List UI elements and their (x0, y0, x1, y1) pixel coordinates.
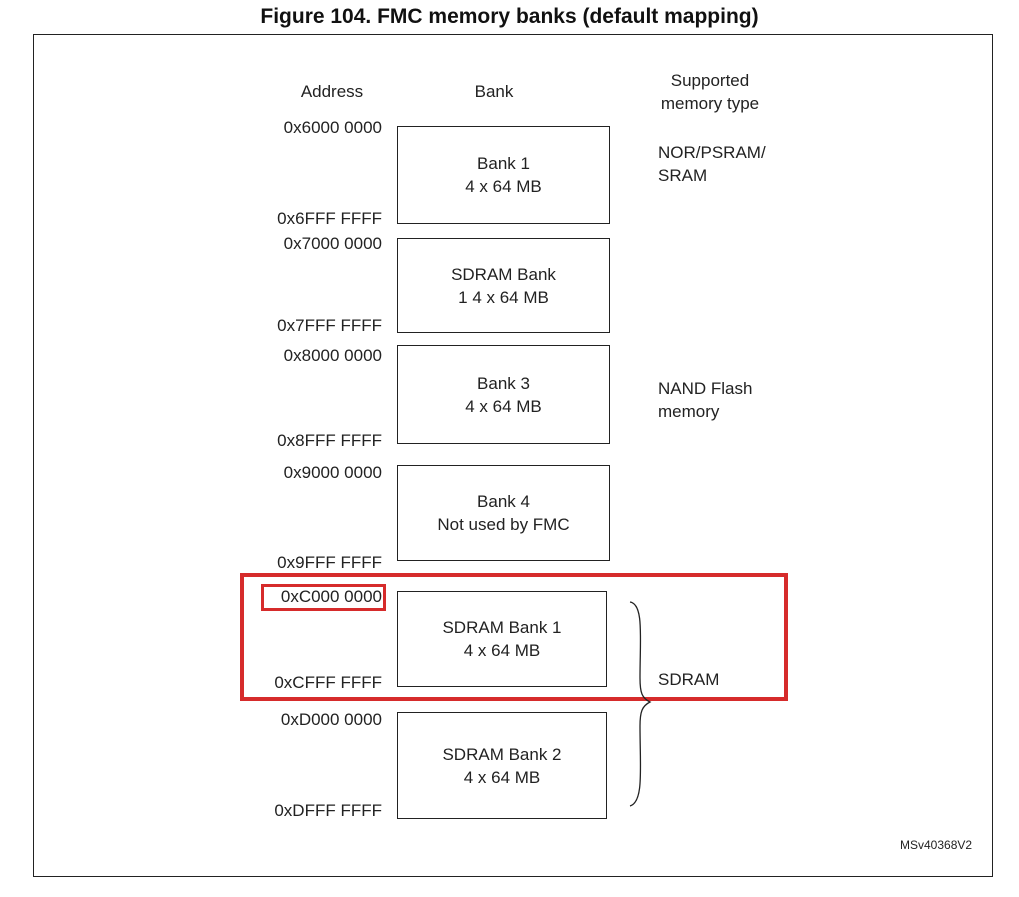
sdram-brace (629, 601, 652, 807)
address-end-sdram-bank2: 0xDFFF FFFF (274, 801, 382, 820)
bank-box-sdram1-size: 4 x 64 MB (463, 641, 541, 660)
address-start-bank4: 0x9000 0000 (283, 463, 382, 482)
bank-box-sdram1: SDRAM Bank 1 4 x 64 MB (397, 591, 607, 687)
address-end-bank2: 0x7FFF FFFF (277, 316, 382, 335)
memtype-nand-line2: memory (658, 402, 720, 421)
figure-title: Figure 104. FMC memory banks (default ma… (260, 5, 759, 28)
bank-box-2-size: 1 4 x 64 MB (458, 287, 549, 307)
memtype-nor: NOR/PSRAM/ SRAM (658, 141, 766, 187)
bank-box-3-name: Bank 3 (477, 373, 530, 393)
address-end-bank1: 0x6FFF FFFF (277, 209, 382, 228)
bank-box-1-name: Bank 1 (477, 154, 530, 173)
address-start-bank1: 0x6000 0000 (283, 118, 382, 137)
figure-frame (33, 34, 993, 877)
header-bank: Bank (474, 82, 514, 101)
bank-box-4-usage: Not used by FMC (437, 515, 570, 534)
header-memory-type-line2: memory type (660, 94, 760, 113)
highlight-address-c000 (261, 584, 386, 611)
address-start-bank3: 0x8000 0000 (283, 346, 382, 365)
bank-box-1: Bank 1 4 x 64 MB (397, 126, 610, 224)
bank-box-sdram1-name: SDRAM Bank 1 (442, 618, 562, 637)
header-memory-type: Supported memory type (640, 69, 780, 115)
memtype-nand-line1: NAND Flash (658, 379, 753, 398)
bank-box-1-size: 4 x 64 MB (465, 177, 542, 196)
document-id: MSv40368V2 (900, 838, 973, 852)
address-end-sdram-bank1: 0xCFFF FFFF (274, 673, 382, 692)
highlight-sdram-bank1 (240, 573, 788, 701)
bank-box-4-name: Bank 4 (477, 492, 530, 511)
bank-box-2-name: SDRAM Bank (451, 264, 556, 284)
header-address: Address (300, 82, 364, 101)
memtype-nor-line1: NOR/PSRAM/ (658, 143, 766, 162)
memtype-sdram: SDRAM (658, 670, 720, 689)
bank-box-sdram2-size: 4 x 64 MB (463, 767, 541, 787)
address-start-sdram-bank2: 0xD000 0000 (280, 710, 382, 729)
bank-box-3: Bank 3 4 x 64 MB (397, 345, 610, 444)
bank-box-2: SDRAM Bank 1 4 x 64 MB (397, 238, 610, 333)
bank-box-3-size: 4 x 64 MB (465, 396, 542, 416)
bank-box-4: Bank 4 Not used by FMC (397, 465, 610, 561)
header-memory-type-line1: Supported (670, 71, 750, 90)
address-start-sdram-bank1: 0xC000 0000 (280, 587, 382, 606)
memtype-nand: NAND Flash memory (658, 377, 752, 423)
address-start-bank2: 0x7000 0000 (283, 234, 382, 253)
bank-box-sdram2: SDRAM Bank 2 4 x 64 MB (397, 712, 607, 819)
memtype-nor-line2: SRAM (658, 166, 708, 185)
address-end-bank4: 0x9FFF FFFF (277, 553, 382, 572)
bank-box-sdram2-name: SDRAM Bank 2 (442, 744, 562, 764)
address-end-bank3: 0x8FFF FFFF (277, 431, 382, 450)
